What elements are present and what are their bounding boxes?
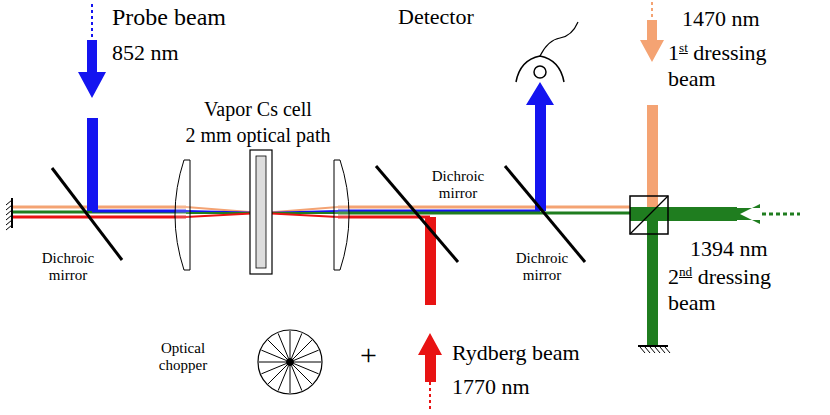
stroke xyxy=(645,347,650,353)
stroke xyxy=(6,200,12,205)
end-mirror xyxy=(11,198,13,228)
probe-beam-tail xyxy=(91,4,93,40)
beam-name: 2nd dressing beam xyxy=(668,264,818,315)
stroke xyxy=(660,347,665,353)
dichroic-mirror xyxy=(505,166,585,262)
vapor-cell xyxy=(250,150,272,274)
vapor-cell-inner xyxy=(256,156,266,268)
mirror-hatch xyxy=(6,200,12,230)
dressing-beam-1-tail xyxy=(651,2,653,20)
beam-splitter xyxy=(630,196,668,234)
mirror-hatch xyxy=(640,347,670,353)
detector-cable xyxy=(540,22,578,56)
chopper-name: Optical chopper xyxy=(138,340,228,375)
stroke xyxy=(6,220,12,225)
plus-sign: + xyxy=(360,338,377,373)
optical-chopper xyxy=(258,330,322,394)
dichroic-mirror xyxy=(52,168,122,260)
mirror-name: Dichroic mirror xyxy=(418,168,498,203)
stroke xyxy=(6,205,12,210)
dressing-arrow-1 xyxy=(640,20,664,62)
green-beam xyxy=(338,212,630,215)
mirror-name: Dichroic mirror xyxy=(28,250,108,285)
wavelength: 1394 nm xyxy=(690,236,768,261)
stroke xyxy=(268,340,287,359)
dressing-arrow-2 xyxy=(737,204,760,224)
lens xyxy=(175,160,190,270)
stroke xyxy=(294,362,321,363)
stroke xyxy=(6,225,12,230)
red-beam xyxy=(338,216,430,219)
detector-beam xyxy=(535,125,546,211)
beam-name: 1st dressing beam xyxy=(668,40,818,91)
red-beam xyxy=(13,216,186,219)
stroke xyxy=(6,215,12,220)
stroke xyxy=(278,333,288,358)
beam-name: Probe beam xyxy=(112,4,226,32)
stroke xyxy=(259,362,286,363)
detector-arrow xyxy=(526,82,554,125)
orange-beam xyxy=(13,206,186,209)
stroke xyxy=(665,347,670,353)
stroke xyxy=(290,366,291,393)
wavelength: 1470 nm xyxy=(682,6,760,31)
dressing-beam-2 xyxy=(630,207,737,221)
dressing-beam-2-tail xyxy=(762,213,800,216)
stroke xyxy=(293,365,312,384)
stroke xyxy=(261,350,286,360)
stroke xyxy=(292,366,302,391)
wavelength: 1770 nm xyxy=(452,374,530,399)
cell-dimension: 2 mm optical path xyxy=(186,124,331,147)
stroke xyxy=(294,350,319,360)
beam-name: Rydberg beam xyxy=(452,340,580,365)
detector-name: Detector xyxy=(398,4,474,29)
blue-beam xyxy=(92,210,186,213)
rydberg-beam-tail xyxy=(429,382,431,412)
chopper-spokes xyxy=(259,331,321,393)
end-mirror xyxy=(638,345,668,347)
stroke xyxy=(292,333,302,358)
chopper-hub xyxy=(286,358,294,366)
mirror-name: Dichroic mirror xyxy=(502,250,582,285)
stroke xyxy=(294,364,319,374)
detector-icon xyxy=(534,66,546,78)
orange-beam xyxy=(338,206,630,209)
stroke xyxy=(293,340,312,359)
dressing-beam-1 xyxy=(647,105,658,210)
stroke xyxy=(290,331,291,358)
probe-arrow xyxy=(78,40,106,98)
detector-icon xyxy=(516,56,564,82)
stroke xyxy=(278,366,288,391)
green-beam xyxy=(13,211,186,214)
stroke xyxy=(268,365,287,384)
stroke xyxy=(640,347,645,353)
stroke xyxy=(261,364,286,374)
cell-name: Vapor Cs cell xyxy=(204,98,312,121)
stroke xyxy=(655,347,660,353)
rydberg-arrow xyxy=(418,333,442,382)
dressing-beam-2-down xyxy=(647,221,658,345)
lens xyxy=(334,160,349,270)
stroke xyxy=(650,347,655,353)
beam-splitter xyxy=(630,196,668,234)
stroke xyxy=(6,210,12,215)
wavelength: 852 nm xyxy=(112,40,179,65)
probe-beam xyxy=(87,118,98,211)
